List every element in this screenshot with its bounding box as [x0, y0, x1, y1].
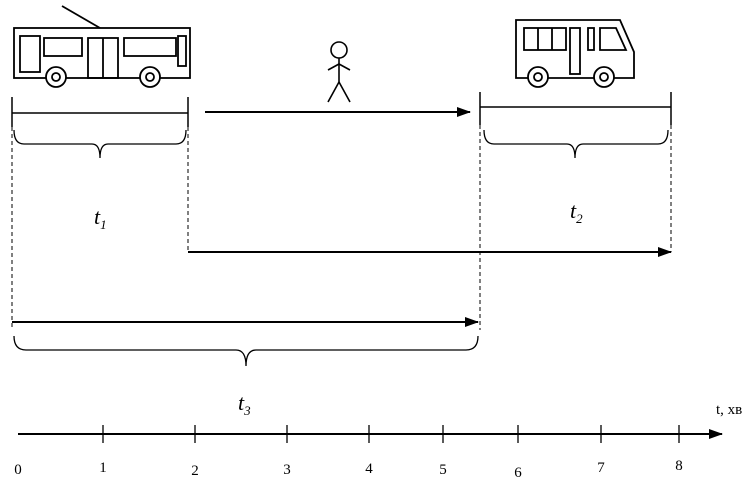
axis-ticks: 0 1 2 3 4 5 6 7 8: [14, 425, 683, 481]
axis-tick-label: 5: [439, 462, 447, 478]
axis-tick-label: 8: [675, 458, 683, 474]
t1-top-interval: [11, 97, 189, 127]
bus-icon: [515, 19, 635, 88]
axis-tick-label: 3: [283, 462, 291, 478]
person-icon: [327, 41, 351, 103]
axis-name: t, хв: [716, 402, 742, 418]
trolleybus-icon: [13, 5, 191, 88]
axis-tick-label: 7: [597, 460, 605, 476]
t2-top-interval: [479, 92, 672, 125]
axis-tick-label: 6: [514, 465, 522, 481]
t2-brace: [483, 129, 669, 159]
t3-label: t3: [238, 390, 251, 418]
axis-tick-label: 0: [14, 462, 22, 478]
axis-tick-label: 2: [191, 463, 199, 479]
dashed-guides: [11, 125, 672, 330]
t1-brace: [13, 129, 187, 159]
axis-tick-label: 1: [99, 460, 107, 476]
axis-tick-label: 4: [365, 461, 373, 477]
t2-label: t2: [570, 198, 583, 226]
t3-brace: [13, 335, 479, 367]
t1-label: t1: [94, 204, 107, 232]
